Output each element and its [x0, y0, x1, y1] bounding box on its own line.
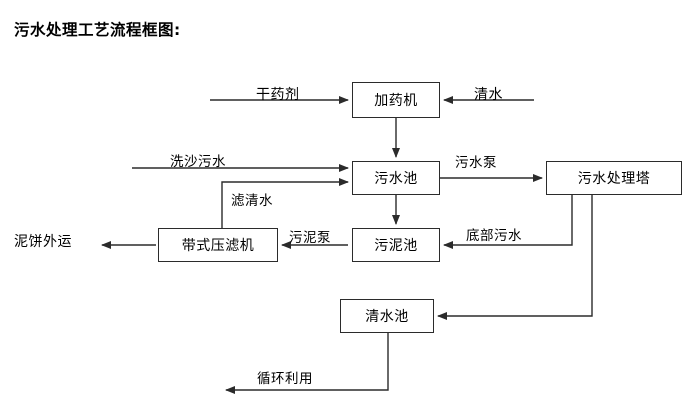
- terminal-dry-chemical: 干药剂: [256, 87, 300, 103]
- edge-label-recycling-reuse: 循环利用: [257, 371, 313, 387]
- node-treatment-tower[interactable]: 污水处理塔: [546, 161, 682, 195]
- edge-label-sludge-pump: 污泥泵: [289, 230, 331, 246]
- node-belt-filter-press[interactable]: 带式压滤机: [158, 228, 278, 262]
- edge-tower-to-clear-water-pool: [437, 195, 593, 320]
- node-sewage-pool[interactable]: 污水池: [352, 161, 440, 195]
- page-title: 污水处理工艺流程框图:: [14, 21, 181, 39]
- edge-label-sand-washing-sewage: 洗沙污水: [170, 154, 226, 170]
- edge-label-sewage-pump: 污水泵: [455, 155, 497, 171]
- node-sludge-pool[interactable]: 污泥池: [352, 228, 440, 262]
- edge-label-bottom-sewage: 底部污水: [466, 228, 522, 244]
- node-clear-water-pool[interactable]: 清水池: [340, 299, 434, 333]
- node-dosing-machine[interactable]: 加药机: [352, 82, 440, 118]
- terminal-clean-water: 清水: [474, 87, 503, 103]
- terminal-mud-cake-out: 泥饼外运: [14, 234, 72, 250]
- edge-label-filtered-clear-water: 滤清水: [231, 193, 273, 209]
